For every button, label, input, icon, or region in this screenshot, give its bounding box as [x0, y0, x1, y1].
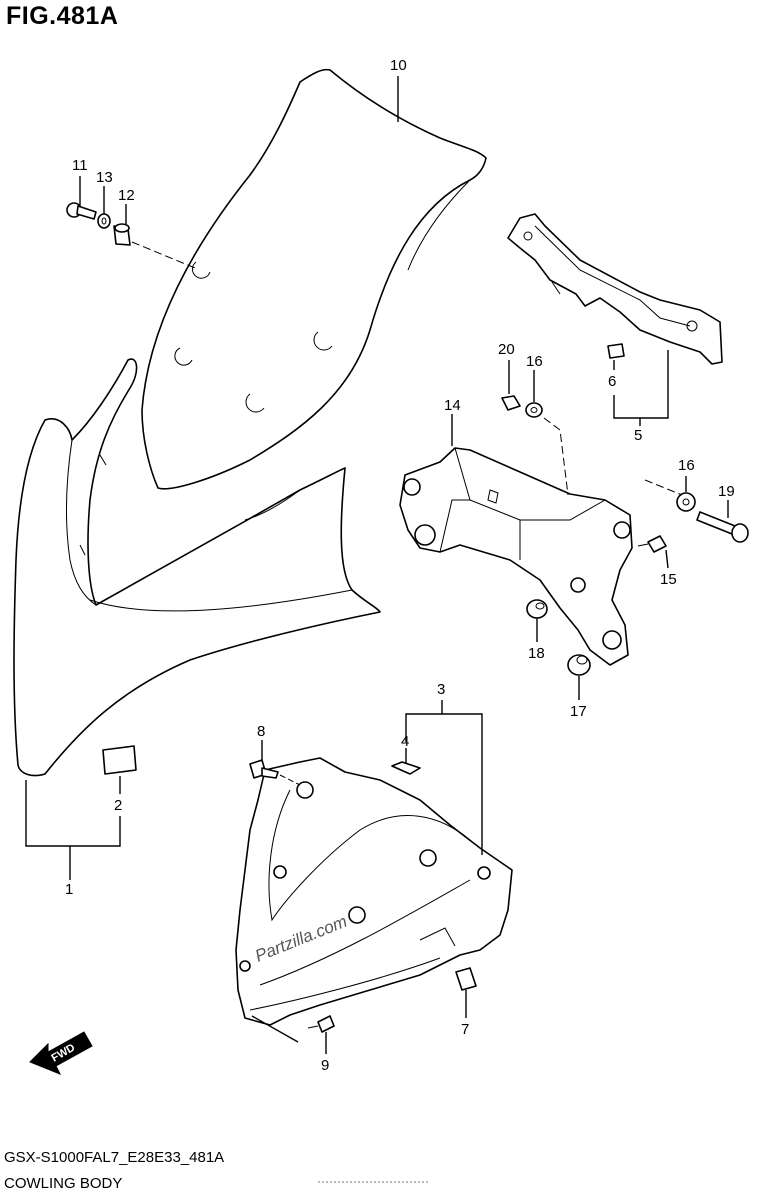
upper-bracket-part-5[interactable] [507, 213, 723, 365]
leader-lines [25, 76, 729, 1054]
cowling-body-part-1[interactable] [13, 358, 381, 777]
nut-clip-part-7[interactable] [455, 967, 477, 991]
callout-12: 12 [118, 187, 135, 204]
inner-cowling-part-3[interactable] [235, 757, 513, 1026]
callout-10: 10 [390, 57, 407, 74]
callout-19: 19 [718, 483, 735, 500]
callout-4: 4 [401, 733, 409, 750]
label-sticker-part-2[interactable] [102, 745, 137, 775]
screw-part-15[interactable] [637, 535, 667, 553]
callout-14: 14 [444, 397, 461, 414]
pin-part-6[interactable] [607, 343, 625, 359]
fwd-arrow-icon: FWD [29, 1031, 93, 1075]
screw-part-9[interactable] [307, 1015, 335, 1033]
grommet-part-17[interactable] [567, 654, 591, 676]
callout-9: 9 [321, 1057, 329, 1074]
callout-17: 17 [570, 703, 587, 720]
callout-5: 5 [634, 427, 642, 444]
figure-title: FIG.481A [6, 2, 119, 30]
callout-3: 3 [437, 681, 445, 698]
model-code: GSX-S1000FAL7_E28E33_481A [4, 1149, 225, 1166]
washer-part-16-upper[interactable] [525, 402, 543, 418]
callout-20: 20 [498, 341, 515, 358]
callout-11: 11 [72, 157, 88, 174]
callout-7: 7 [461, 1021, 469, 1038]
washer-part-16-right[interactable] [676, 492, 696, 512]
grommet-part-18[interactable] [526, 599, 548, 619]
callout-15: 15 [660, 571, 677, 588]
seal-strip-part-4[interactable] [391, 761, 421, 775]
bolt-part-11[interactable] [66, 202, 97, 220]
callout-16-right: 16 [678, 457, 695, 474]
callout-16-upper: 16 [526, 353, 543, 370]
callout-6: 6 [608, 373, 616, 390]
callout-labels: 10 11 13 12 2 1 6 5 20 16 14 16 19 15 18… [65, 57, 735, 1074]
callout-2: 2 [114, 797, 122, 814]
bolt-part-19[interactable] [696, 511, 749, 543]
callout-18: 18 [528, 645, 545, 662]
collar-part-12[interactable] [113, 223, 131, 246]
clip-part-8[interactable] [249, 759, 279, 779]
callout-8: 8 [257, 723, 265, 740]
cowling-stay-part-14[interactable] [399, 447, 633, 666]
callout-13: 13 [96, 169, 113, 186]
callout-1: 1 [65, 881, 73, 898]
windscreen-part-10[interactable] [141, 68, 487, 490]
section-name: COWLING BODY [4, 1175, 123, 1192]
washer-part-13[interactable] [97, 213, 111, 229]
nut-part-20[interactable] [501, 395, 521, 411]
